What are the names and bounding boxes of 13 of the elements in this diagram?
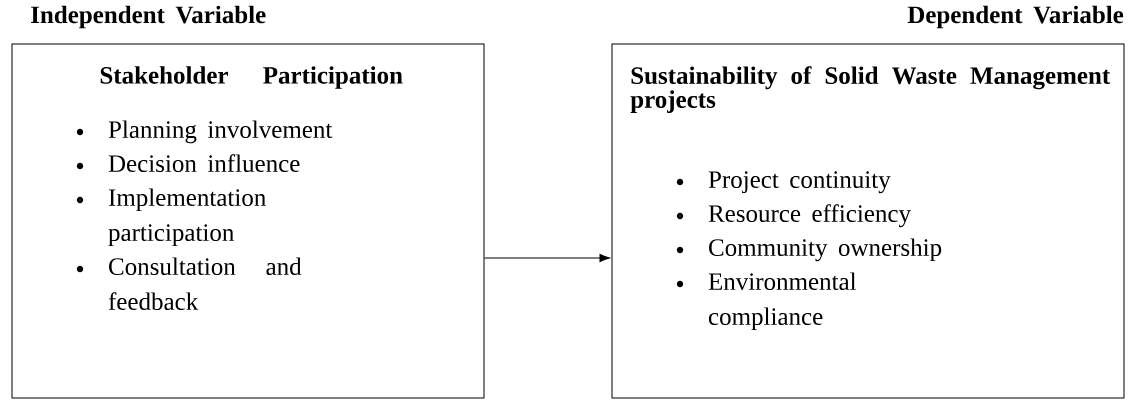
box-heading: Sustainability of Solid Waste Management projects <box>630 66 1111 113</box>
bullet-item: Decision influence <box>108 154 300 173</box>
bullet-item: Project continuity <box>708 171 891 194</box>
bullet-item: Environmental compliance <box>708 272 857 331</box>
bullet-item: Community ownership <box>709 238 942 262</box>
bullet-item: Implementation participation <box>108 188 266 247</box>
bullet-item: Resource efficiency <box>708 204 911 228</box>
arrow <box>484 253 610 263</box>
bullet-item: Consultation and feedback <box>108 257 302 311</box>
column-header: Independent Variable <box>31 5 266 29</box>
bullet-item: Planning involvement <box>108 120 333 144</box>
column-header: Dependent Variable <box>907 5 1124 29</box>
box-heading: Stakeholder Participation <box>100 66 403 89</box>
